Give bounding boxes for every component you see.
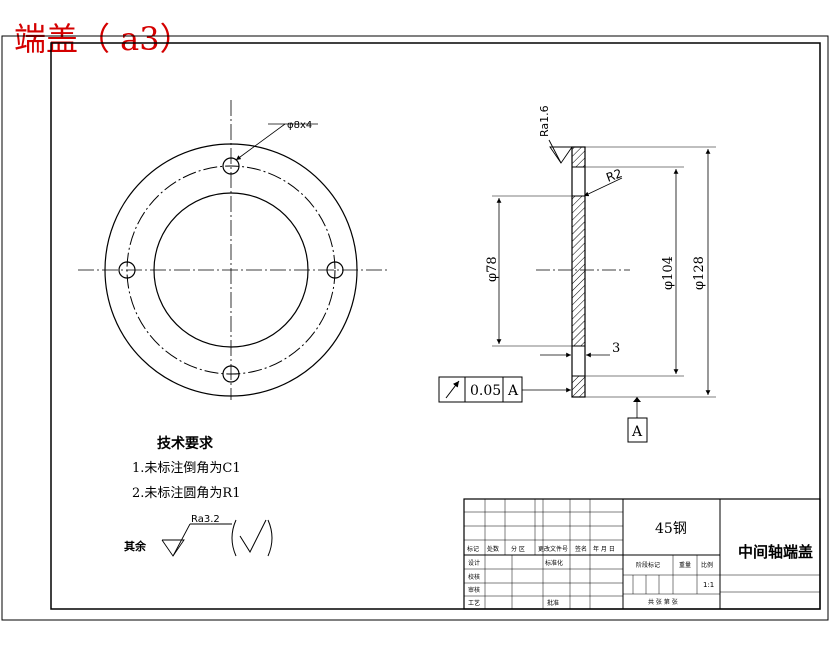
dim-thickness-text: 3 <box>612 341 620 356</box>
sheet-outer-border <box>1 35 829 621</box>
bolt-hole-right <box>326 261 344 279</box>
paren-right <box>267 519 273 557</box>
bolt-hole-left <box>118 261 136 279</box>
roughness-note-label: 其余 <box>124 539 147 553</box>
section-hatch-top <box>571 146 586 168</box>
fillet-text: R2 <box>604 166 624 185</box>
roughness-top-text: Ra1.6 <box>538 105 551 137</box>
tb-ratio: 比例 <box>701 561 713 569</box>
datum-label: A <box>631 424 643 440</box>
runout-icon <box>445 380 460 399</box>
section-hatch-bottom <box>571 375 586 398</box>
hole-callout-text: φ8x4 <box>287 120 312 131</box>
title-block <box>463 498 821 610</box>
roughness-note: 其余 Ra3.2 <box>124 514 273 557</box>
check-icon <box>239 519 267 554</box>
front-view: φ8x4 <box>78 100 390 400</box>
roughness-symbol-top <box>549 146 573 164</box>
hole-callout-leader <box>235 123 286 161</box>
dim-outer-text: φ128 <box>692 256 707 290</box>
tech-item-2: 2.未标注圆角为R1 <box>132 486 240 501</box>
bolt-hole-top <box>222 157 240 175</box>
bolt-hole-bottom <box>222 365 240 383</box>
section-view: Ra1.6 R2 φ78 φ104 φ128 3 0.05 A <box>438 105 716 443</box>
tb-header-date: 年 月 日 <box>593 545 615 553</box>
tb-approval: 批准 <box>547 599 559 607</box>
tb-standardization: 标准化 <box>545 559 563 567</box>
tech-item-1: 1.未标注倒角为C1 <box>132 461 241 476</box>
fillet-leader <box>583 177 623 197</box>
roughness-note-value: Ra3.2 <box>191 514 220 525</box>
tech-heading: 技术要求 <box>157 435 214 452</box>
tb-row-craft: 工艺 <box>468 599 480 607</box>
page-title: 端盖（ a3） <box>14 20 192 58</box>
tb-stage-mark: 阶段标记 <box>636 561 660 569</box>
tb-weight: 重量 <box>679 561 691 569</box>
tb-row-review: 审核 <box>468 586 480 594</box>
tb-header-file: 更改文件号 <box>538 545 568 553</box>
tech-requirements: 技术要求 1.未标注倒角为C1 2.未标注圆角为R1 <box>132 435 241 501</box>
tb-scale: 1:1 <box>703 581 714 589</box>
tolerance-value: 0.05 <box>470 383 501 399</box>
tb-row-biaoji: 标记 <box>467 545 479 553</box>
tb-header-fenqu: 分 区 <box>511 545 525 553</box>
tolerance-datum: A <box>507 383 519 399</box>
tb-part-name: 中间轴端盖 <box>738 543 813 561</box>
tb-row-check: 校核 <box>468 573 480 581</box>
datum-box <box>627 417 648 443</box>
dim-middle-text: φ104 <box>661 256 676 290</box>
tb-sheet-info: 共 张 第 张 <box>648 598 678 606</box>
tb-header-chushu: 处数 <box>487 545 499 553</box>
tb-material: 45钢 <box>655 521 687 537</box>
datum-triangle <box>633 397 641 402</box>
section-hatch-middle <box>571 195 586 347</box>
roughness-note-symbol <box>161 539 185 557</box>
dim-inner-text: φ78 <box>485 256 500 282</box>
tolerance-frame <box>438 376 523 403</box>
tb-header-sign: 签名 <box>575 545 587 553</box>
paren-left <box>231 519 237 557</box>
sheet-inner-border <box>50 42 821 610</box>
tb-row-design: 设计 <box>468 559 480 567</box>
